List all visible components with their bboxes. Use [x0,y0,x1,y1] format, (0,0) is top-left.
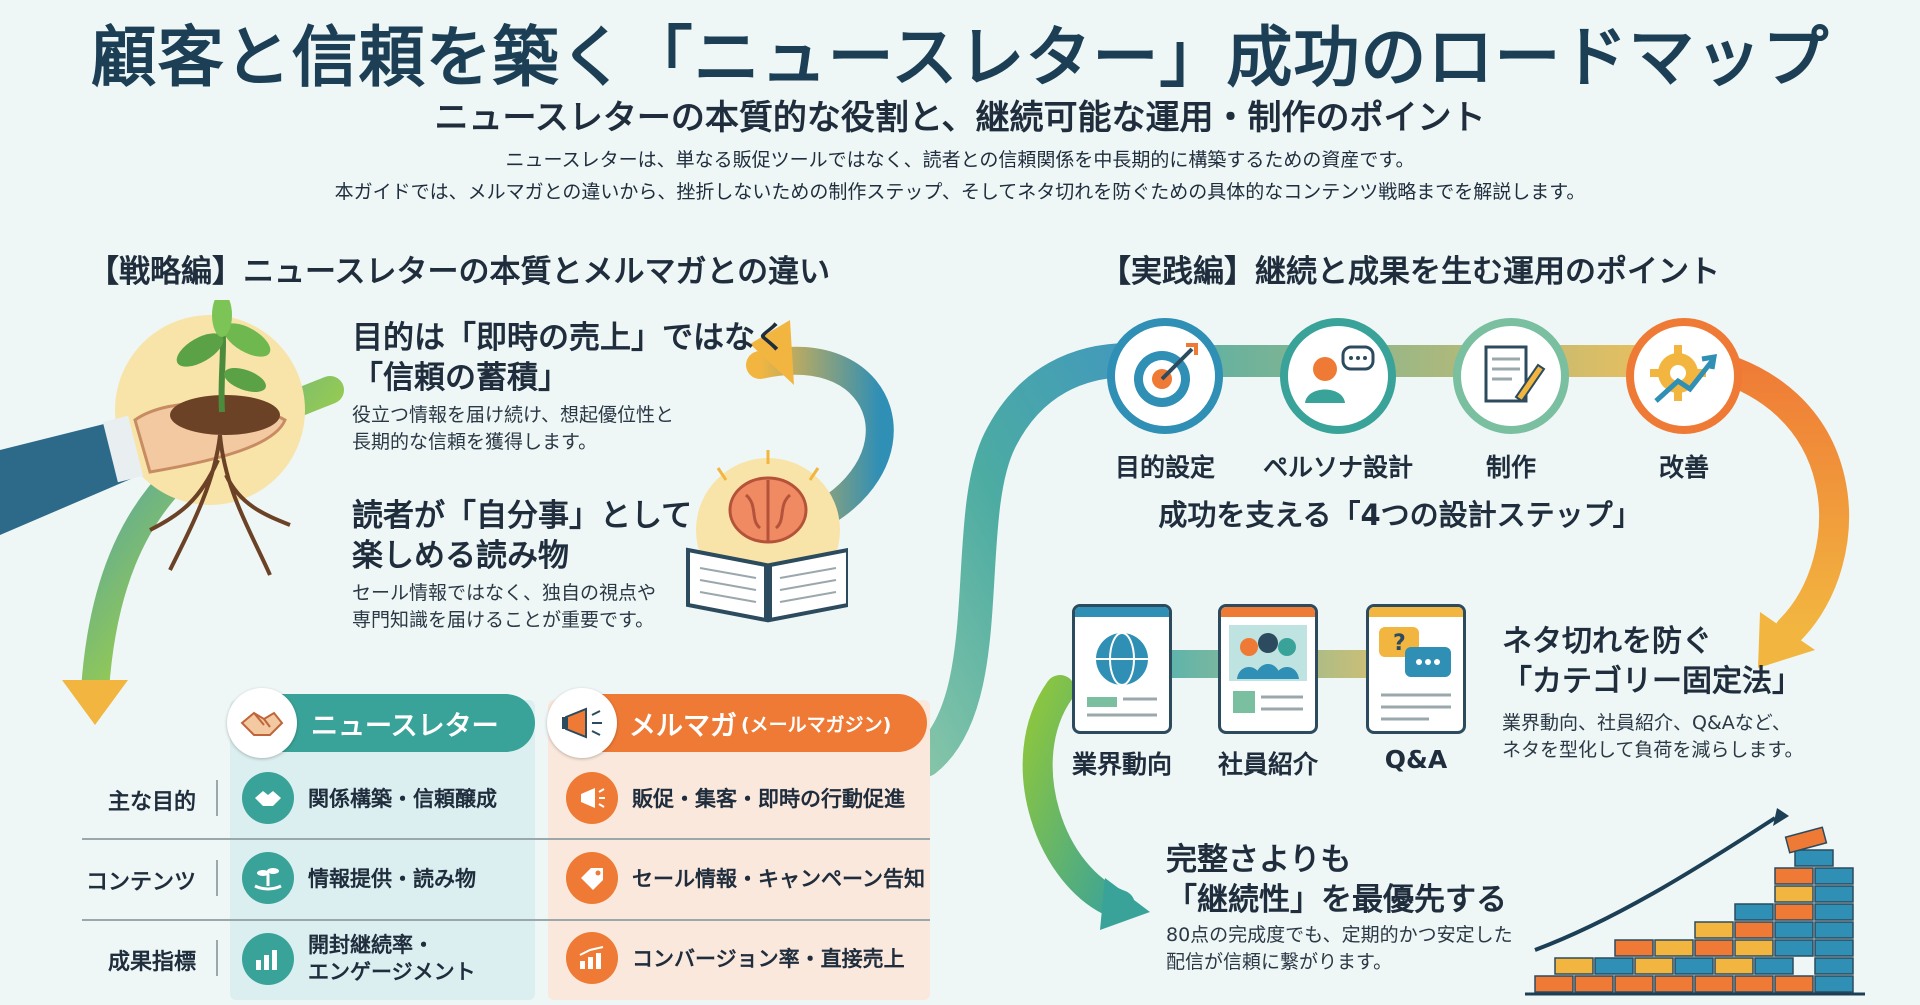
mailmag-header-label: メルマガ [629,710,737,742]
mailmag-header-sublabel: (メールマガジン) [741,713,892,736]
step-label-persona: ペルソナ設計 [1262,453,1413,482]
step-goal-circle [1107,318,1223,434]
handshake-icon [227,688,297,758]
category-method-title: ネタ切れを防ぐ 「カテゴリー固定法」 [1502,622,1802,702]
sprout-hand-icon [242,852,294,904]
label-divider [216,780,218,816]
table-row-divider [82,919,930,921]
step-label-production: 制作 [1485,453,1536,482]
megaphone-icon [547,688,617,758]
continuity-text-line1: 80点の完成度でも、定期的かつ安定した [1166,924,1513,946]
mailmag-content-cell: セール情報・キャンペーン告知 [566,852,925,904]
category-card-industry [1072,604,1172,734]
row-label-kpi: 成果指標 [107,950,196,975]
category-label-staff: 社員紹介 [1217,750,1318,779]
intro-line-2: 本ガイドでは、メルマガとの違いから、挫折しないための制作ステップ、そしてネタ切れ… [334,181,1586,203]
reading-point-title: 読者が「自分事」として 楽しめる読み物 [352,496,692,576]
page-subtitle: ニュースレターの本質的な役割と、継続可能な運用・制作のポイント [434,98,1486,138]
category-method-title-line1: ネタ切れを防ぐ [1502,624,1712,659]
mailmag-header: メルマガ (メールマガジン) [547,688,927,758]
newsletter-header: ニュースレター [227,688,535,758]
persona-icon [1305,345,1375,403]
megaphone-icon [566,772,618,824]
category-card-qa: ? [1366,604,1466,734]
gear-growth-icon [1650,345,1718,403]
category-card-staff [1218,604,1318,734]
reading-point-text-line2: 専門知識を届けることが重要です。 [352,609,655,631]
document-pen-icon [1484,345,1546,403]
staff-icon [1229,625,1307,713]
mailmag-kpi-cell: コンバージョン率・直接売上 [566,932,905,984]
newsletter-content-cell: 情報提供・読み物 [242,852,476,904]
continuity-title-line1: 完整さよりも [1166,842,1352,878]
category-method-text: 業界動向、社員紹介、Q&Aなど、 ネタを型化して負荷を減らします。 [1502,710,1804,764]
sale-tag-icon [566,852,618,904]
svg-text:?: ? [1393,631,1406,656]
plant-in-hand-icon [0,300,305,576]
newsletter-kpi-text-line1: 開封継続率・ [308,933,434,957]
mailmag-purpose-cell: 販促・集客・即時の行動促進 [566,772,905,824]
purpose-point-title-line1: 目的は「即時の売上」ではなく [352,320,786,356]
practice-section-heading: 【実践編】継続と成果を生む運用のポイント [1100,254,1720,290]
mailmag-content-text: セール情報・キャンペーン告知 [632,867,925,891]
step-label-improve: 改善 [1658,453,1709,482]
reading-point-text-line1: セール情報ではなく、独自の視点や [352,582,657,604]
row-label-purpose: 主な目的 [107,790,196,815]
book-brain-icon [686,450,848,623]
continuity-title: 完整さよりも 「継続性」を最優先する [1166,840,1507,920]
reading-point-title-line2: 楽しめる読み物 [352,538,569,574]
newsletter-header-label: ニュースレター [311,710,499,742]
mailmag-purpose-text: 販促・集客・即時の行動促進 [632,787,905,811]
purpose-point-text: 役立つ情報を届け続け、想起優位性と 長期的な信頼を獲得します。 [352,402,674,456]
table-row-divider [82,838,930,840]
category-method-text-line1: 業界動向、社員紹介、Q&Aなど、 [1502,712,1791,734]
reading-point-title-line1: 読者が「自分事」として [352,498,693,534]
step-persona-circle [1280,318,1396,434]
qa-bubble-icon: ? [1379,627,1451,721]
row-label-content: コンテンツ [85,870,196,895]
page-title: 顧客と信頼を築く「ニュースレター」成功のロードマップ [90,19,1830,96]
continuity-text-line2: 配信が信頼に繋がります。 [1166,951,1393,973]
handshake-icon [242,772,294,824]
purpose-point-text-line2: 長期的な信頼を獲得します。 [352,431,598,453]
growth-chart-icon [566,932,618,984]
step-production-circle [1453,318,1569,434]
category-method-title-line2: 「カテゴリー固定法」 [1502,664,1802,699]
mailmag-kpi-text: コンバージョン率・直接売上 [632,947,905,971]
steps-caption: 成功を支える「4つの設計ステップ」 [1158,498,1642,532]
newsletter-purpose-text: 関係構築・信頼醸成 [308,787,497,811]
step-label-goal: 目的設定 [1114,453,1215,482]
step-improve-circle [1626,318,1742,434]
globe-icon [1087,632,1157,717]
category-label-industry: 業界動向 [1071,750,1172,779]
label-divider [216,860,218,896]
label-divider [216,940,218,976]
intro-line-1: ニュースレターは、単なる販促ツールではなく、読者との信頼関係を中長期的に構築する… [505,149,1415,171]
newsletter-kpi-text-line2: エンゲージメント [308,960,476,984]
target-icon [1134,343,1198,407]
strategy-section-heading: 【戦略編】ニュースレターの本質とメルマガとの違い [88,254,831,290]
newsletter-kpi-text: 開封継続率・ エンゲージメント [308,932,476,986]
reading-point-text: セール情報ではなく、独自の視点や 専門知識を届けることが重要です。 [352,580,656,634]
continuity-text: 80点の完成度でも、定期的かつ安定した 配信が信頼に繋がります。 [1166,922,1513,976]
purpose-point-title-line2: 「信頼の蓄積」 [352,360,569,396]
brick-staircase-icon [1525,808,1865,996]
newsletter-content-text: 情報提供・読み物 [308,867,476,891]
bar-chart-icon [242,933,294,985]
continuity-title-line2: 「継続性」を最優先する [1166,882,1507,918]
category-label-qa: Q&A [1384,745,1448,774]
newsletter-kpi-cell: 開封継続率・ エンゲージメント [242,932,476,986]
category-method-text-line2: ネタを型化して負荷を減らします。 [1502,739,1804,761]
purpose-point-text-line1: 役立つ情報を届け続け、想起優位性と [352,404,675,426]
newsletter-purpose-cell: 関係構築・信頼醸成 [242,772,497,824]
purpose-point-title: 目的は「即時の売上」ではなく 「信頼の蓄積」 [352,318,786,398]
